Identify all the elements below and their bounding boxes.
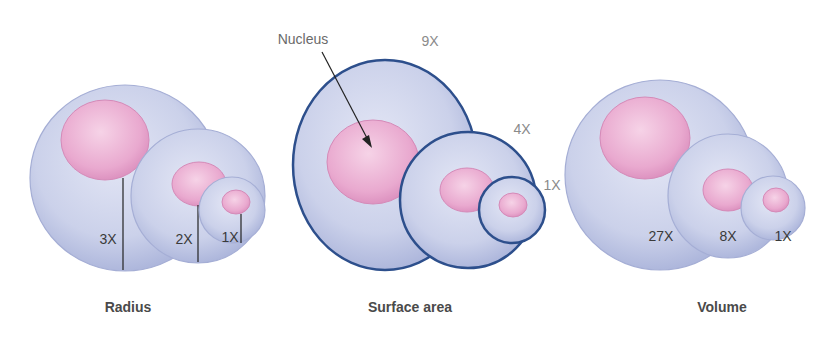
area-factor: 9X [421,34,438,49]
panel-caption: Surface area [368,300,452,315]
scale-factor: 27X [649,229,674,244]
scale-factor: 2X [175,232,192,247]
area-factor: 1X [543,178,560,193]
cell: 1X [195,173,269,247]
scale-factor: 3X [99,232,116,247]
cell: 1X [475,173,549,247]
cell: 1X [737,172,809,244]
area-factor: 4X [513,122,530,137]
leader-arrowhead [362,135,372,148]
nucleus-label: Nucleus [278,32,329,47]
cell-outline [475,173,549,247]
scale-factor: 8X [719,229,736,244]
panel-caption: Radius [105,300,152,315]
panel-caption: Volume [697,300,747,315]
scale-factor: 1X [221,230,238,245]
leader-line [322,52,368,140]
cell-outline [737,172,809,244]
scale-factor: 1X [774,229,791,244]
